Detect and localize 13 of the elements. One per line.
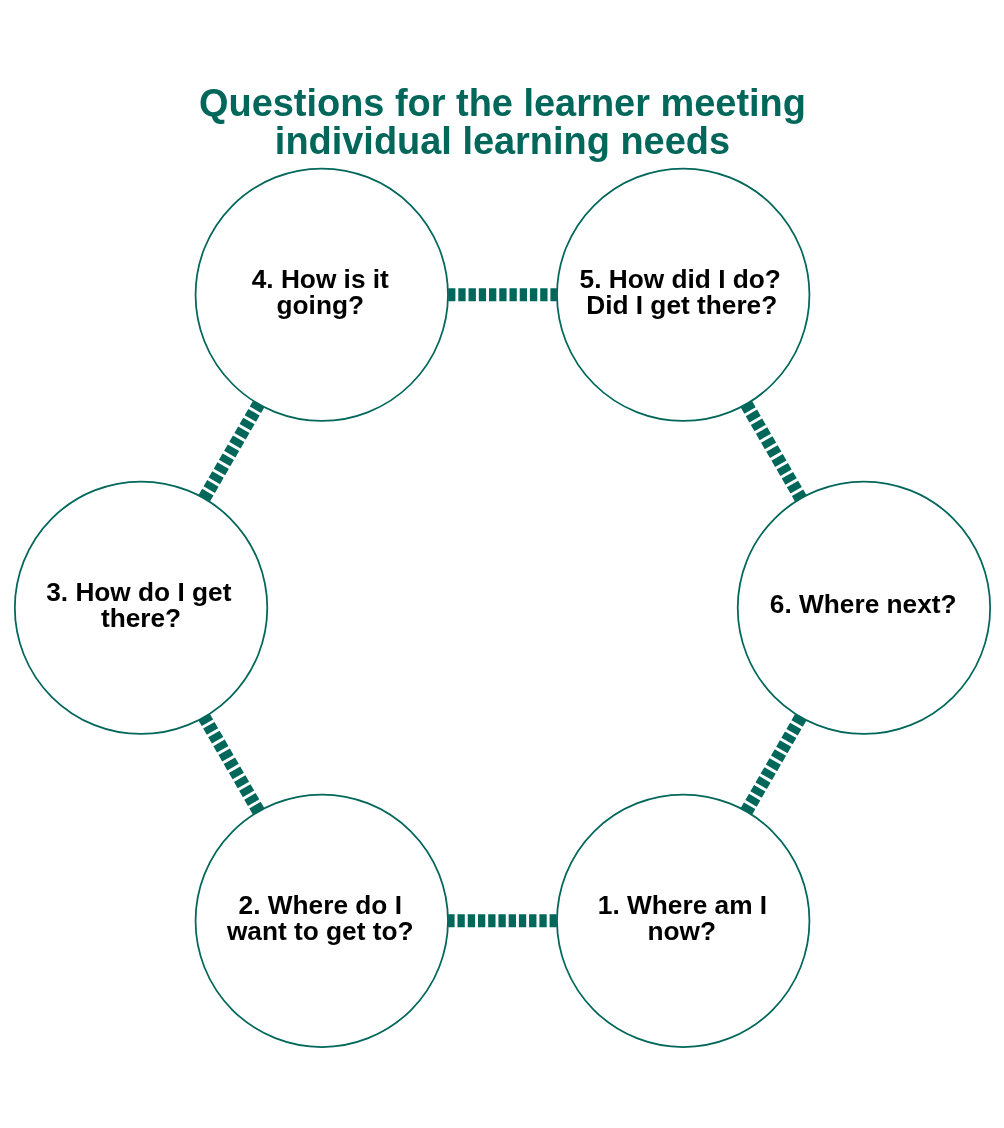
diagram-title: Questions for the learner meeting individual learning needs xyxy=(198,81,806,162)
connector xyxy=(447,914,557,928)
node-circle: 4. How is it going? xyxy=(194,167,449,422)
node-circle: 5. How did I do? Did I get there? xyxy=(555,167,810,422)
node-circle: 1. Where am I now? xyxy=(555,793,810,1048)
connector xyxy=(198,400,264,502)
connector xyxy=(447,288,557,302)
node-circle: 2. Where do I want to get to? xyxy=(194,793,449,1048)
node-circle: 6. Where next? xyxy=(736,480,991,735)
connector xyxy=(198,713,264,815)
connector xyxy=(740,713,806,815)
node-circle: 3. How do I get there? xyxy=(13,480,268,735)
connector xyxy=(740,400,806,502)
